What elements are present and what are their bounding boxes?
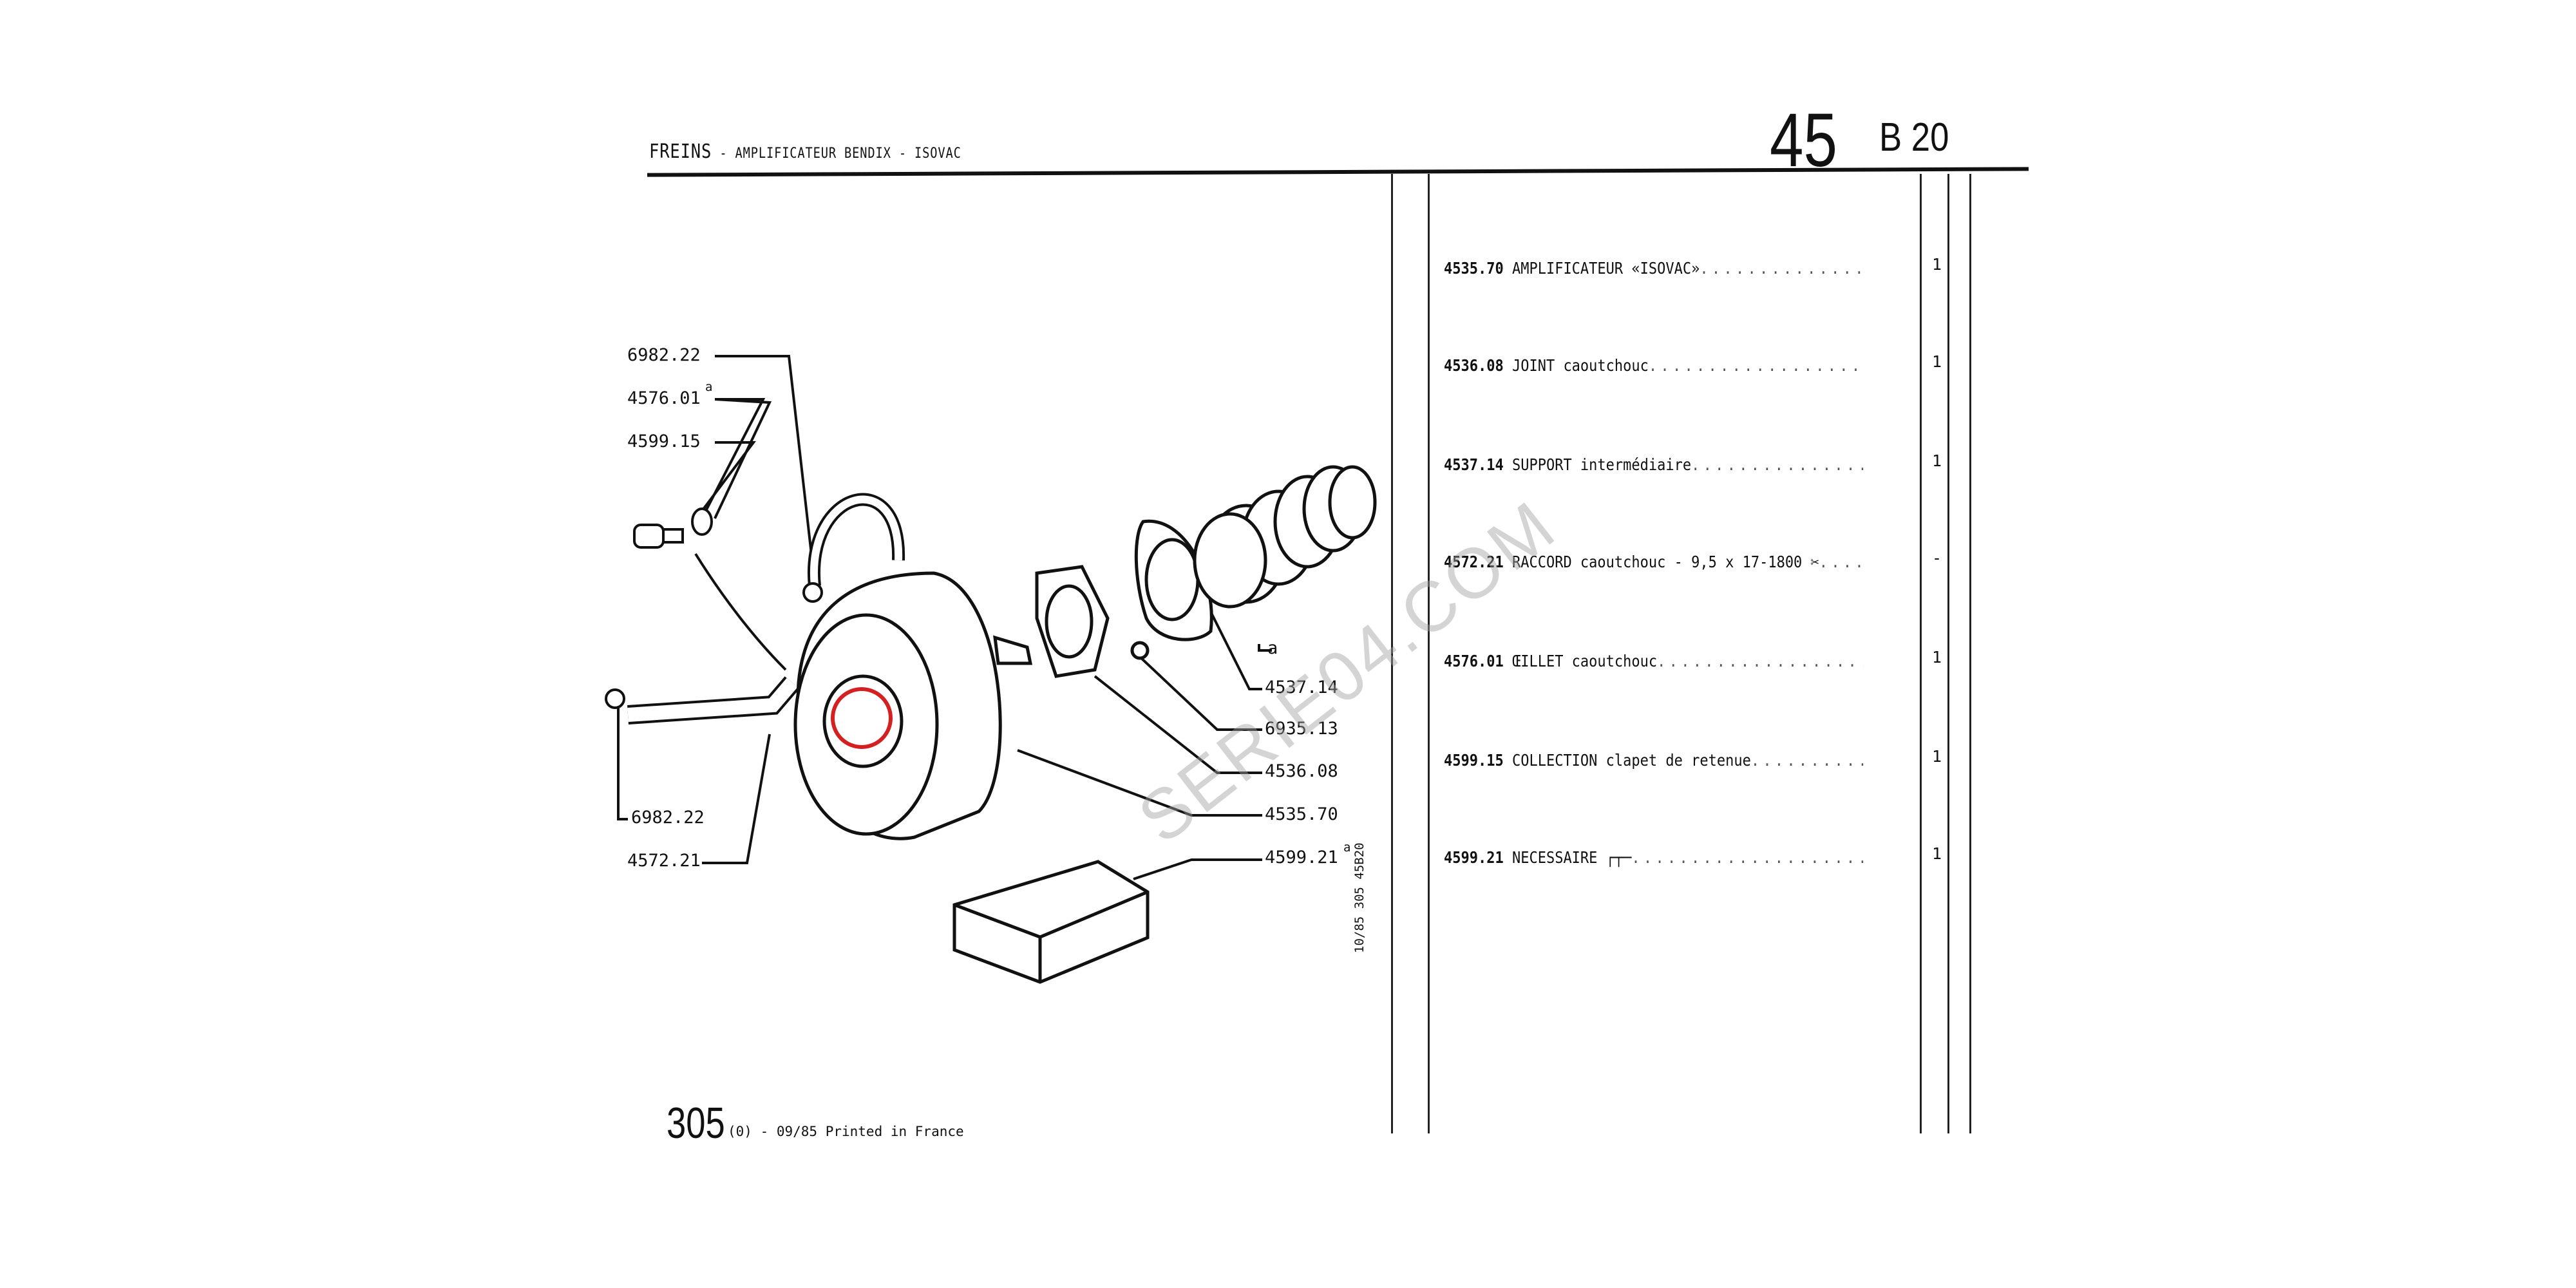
side-code: 10/85 305 45B20	[1352, 842, 1367, 953]
part-row: 4599.21 NECESSAIRE ┌┬─..................…	[1444, 848, 1863, 867]
part-description: JOINT caoutchouc	[1511, 356, 1649, 375]
part-description: AMPLIFICATEUR «ISOVAC»	[1511, 259, 1700, 278]
callout-label: 4572.21	[627, 851, 701, 871]
callout-superscript: a	[1343, 840, 1350, 855]
leader-dots: ........................................…	[1691, 455, 1863, 474]
leader-line	[715, 355, 816, 583]
callout-label: a	[1267, 638, 1278, 658]
part-row: 4576.01 ŒILLET caoutchouc...............…	[1444, 652, 1863, 670]
part-quantity: 1	[1932, 255, 1942, 274]
callout-label: 6935.13	[1265, 719, 1338, 739]
part-ref: 4599.21	[1444, 848, 1504, 867]
part-ref: 4599.15	[1444, 751, 1504, 770]
leader-dots: ........................................…	[1657, 652, 1863, 670]
leader-line	[702, 734, 771, 864]
part-row: 4599.15 COLLECTION clapet de retenue....…	[1444, 751, 1863, 770]
part-row: 4536.08 JOINT caoutchouc................…	[1444, 356, 1863, 375]
leader-dots: ........................................…	[1819, 553, 1863, 571]
leader-dots: ........................................…	[1700, 259, 1863, 278]
part-quantity: 1	[1932, 451, 1942, 470]
part-description: ŒILLET caoutchouc	[1511, 652, 1658, 670]
leader-dots: ........................................…	[1631, 848, 1864, 867]
page-number: 305	[667, 1099, 725, 1148]
column-divider	[1428, 174, 1430, 1133]
clamp-icon	[605, 688, 625, 709]
callout-label: 6982.22	[631, 808, 705, 828]
leader-line	[1017, 749, 1262, 817]
subsection-number: B 20	[1879, 115, 1949, 160]
grommet-icon	[691, 507, 713, 536]
part-ref: 4536.08	[1444, 356, 1504, 375]
part-quantity: 1	[1932, 844, 1942, 863]
brake-booster	[793, 571, 1033, 840]
leader-line	[1133, 858, 1262, 880]
leader-line	[1094, 675, 1262, 774]
page-title: FREINS - AMPLIFICATEUR BENDIX - ISOVAC	[649, 140, 961, 163]
part-row: 4572.21 RACCORD caoutchouc - 9,5 x 17-18…	[1444, 553, 1863, 571]
print-info: (0) - 09/85 Printed in France	[728, 1124, 964, 1139]
part-row: 4537.14 SUPPORT intermédiaire...........…	[1444, 455, 1863, 474]
highlight-circle	[831, 687, 893, 749]
callout-label: 4535.70	[1265, 804, 1338, 824]
column-divider	[1947, 174, 1949, 1133]
callout-superscript: a	[705, 380, 712, 394]
part-ref: 4572.21	[1444, 553, 1504, 571]
callout-label: 4599.15	[627, 431, 701, 451]
part-ref: 4576.01	[1444, 652, 1504, 670]
part-row: 4535.70 AMPLIFICATEUR «ISOVAC»..........…	[1444, 259, 1863, 278]
column-divider	[1969, 174, 1971, 1133]
callout-label: 4536.08	[1265, 761, 1338, 781]
part-quantity: -	[1932, 549, 1942, 567]
leader-dots: ........................................…	[1750, 751, 1864, 770]
check-valve-icon	[633, 524, 665, 549]
part-quantity: 1	[1932, 352, 1942, 371]
callout-label: 4599.21	[1265, 848, 1338, 867]
kit-box-icon	[952, 860, 1150, 984]
leader-dots: ........................................…	[1648, 356, 1864, 375]
part-description: COLLECTION clapet de retenue	[1511, 751, 1751, 770]
part-ref: 4535.70	[1444, 259, 1504, 278]
callout-label: 6982.22	[627, 345, 701, 365]
part-description: SUPPORT intermédiaire	[1511, 455, 1692, 474]
part-description: NECESSAIRE ┌┬─	[1511, 848, 1632, 867]
callout-label: 4537.14	[1265, 677, 1338, 697]
column-divider	[1391, 174, 1393, 1133]
callout-label: 4576.01	[627, 388, 701, 408]
leader-line	[1139, 656, 1262, 731]
part-quantity: 1	[1932, 648, 1942, 667]
part-description: RACCORD caoutchouc - 9,5 x 17-1800 ✂	[1511, 553, 1819, 571]
part-ref: 4537.14	[1444, 455, 1504, 474]
column-divider	[1920, 174, 1922, 1133]
leader-line	[617, 702, 628, 820]
leader-line	[1203, 598, 1262, 690]
part-quantity: 1	[1932, 747, 1942, 766]
